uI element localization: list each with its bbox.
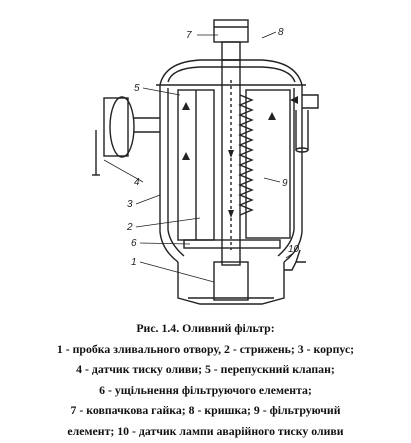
caption-line: 6 - ущільнення фільтруючого елемента; — [99, 382, 312, 397]
label-2: 2 — [126, 222, 133, 233]
figure-caption: Рис. 1.4. Оливний фільтр: 1 - пробка зли… — [0, 318, 411, 441]
label-6: 6 — [131, 238, 137, 249]
label-7: 7 — [186, 30, 192, 41]
central-rod — [221, 59, 241, 266]
label-1: 1 — [131, 257, 137, 268]
outlet-pipe — [295, 94, 319, 153]
drain-section — [177, 261, 285, 305]
label-4: 4 — [134, 177, 140, 188]
label-5: 5 — [134, 83, 140, 94]
label-8: 8 — [278, 27, 284, 38]
oil-filter-diagram: 7 8 5 4 3 2 9 6 1 10 — [92, 19, 319, 305]
caption-line: 7 - ковпачкова гайка; 8 - кришка; 9 - фі… — [70, 403, 341, 417]
label-3: 3 — [127, 199, 133, 210]
inner-element-left — [177, 89, 215, 241]
bypass-spring — [238, 94, 254, 216]
caption-line: 4 - датчик тиску оливи; 5 - перепускний … — [76, 362, 335, 376]
filter-housing — [159, 85, 303, 263]
caption-line: 1 - пробка зливального отвору, 2 - стриж… — [56, 341, 355, 356]
pressure-sensor — [284, 249, 306, 271]
flow-arrows — [182, 96, 298, 218]
caption-line: елемент; 10 - датчик лампи аварійного ти… — [67, 423, 344, 438]
filter-element — [245, 89, 291, 239]
label-10: 10 — [288, 244, 300, 255]
caption-title: Рис. 1.4. Оливний фільтр: — [136, 321, 275, 335]
element-seal — [183, 239, 281, 249]
label-9: 9 — [282, 178, 288, 189]
pressure-gauge — [92, 96, 160, 176]
cap-nut — [213, 19, 249, 61]
